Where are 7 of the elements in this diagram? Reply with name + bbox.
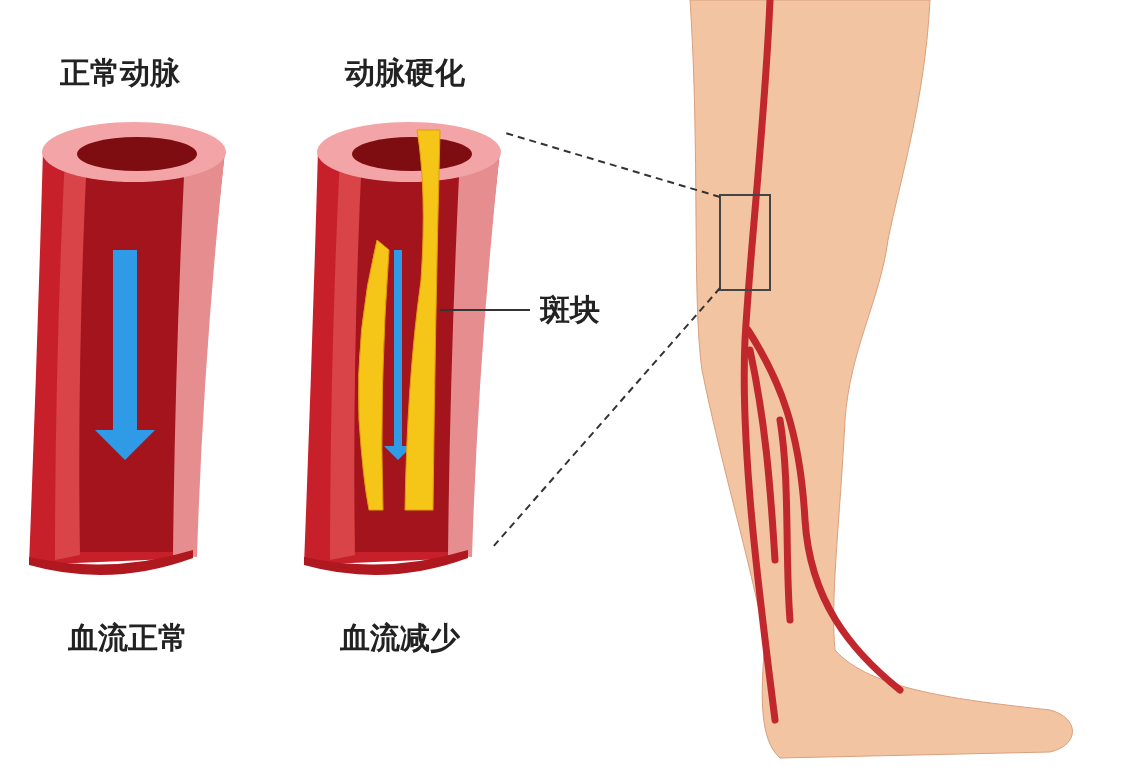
caption-text: 正常动脉 [60, 55, 180, 91]
caption-text: 血流减少 [340, 620, 460, 656]
zoom-line [491, 287, 721, 549]
caption-text: 动脉硬化 [345, 55, 465, 91]
plaque-label: 斑块 [540, 292, 600, 327]
leader-line [439, 309, 531, 311]
caption-text: 血流正常 [68, 620, 188, 656]
